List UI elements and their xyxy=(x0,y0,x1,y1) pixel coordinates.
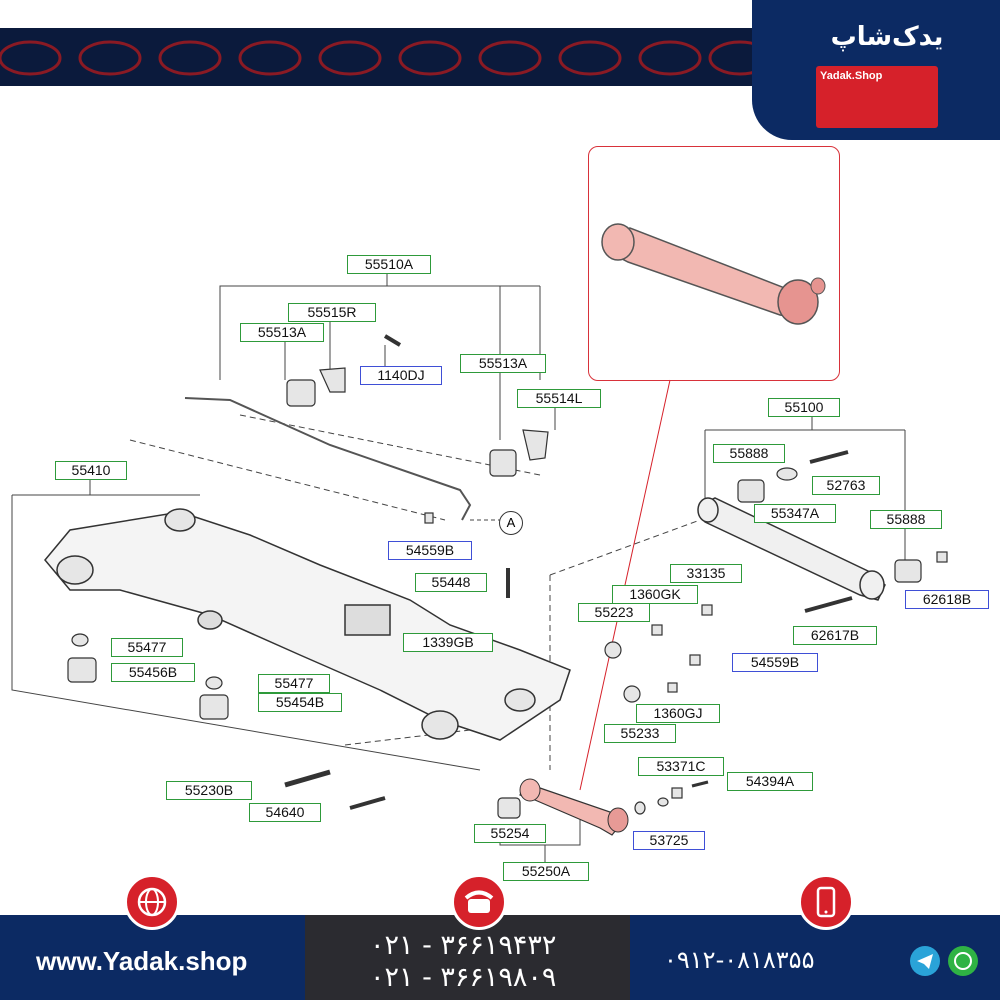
globe-icon xyxy=(124,874,180,930)
part-label-1360GJ[interactable]: 1360GJ xyxy=(636,704,720,723)
detail-inset-frame xyxy=(588,146,840,381)
part-label-55233[interactable]: 55233 xyxy=(604,724,676,743)
part-label-33135[interactable]: 33135 xyxy=(670,564,742,583)
part-label-54559B-left[interactable]: 54559B xyxy=(388,541,472,560)
small-parts xyxy=(67,334,948,819)
part-label-1339GB[interactable]: 1339GB xyxy=(403,633,493,652)
part-label-54559B-right[interactable]: 54559B xyxy=(732,653,818,672)
website-link[interactable]: www.Yadak.shop xyxy=(36,946,248,976)
part-label-55410[interactable]: 55410 xyxy=(55,461,127,480)
messenger-icons xyxy=(910,946,978,976)
part-label-52763[interactable]: 52763 xyxy=(812,476,880,495)
whatsapp-icon xyxy=(948,946,978,976)
part-label-62618B[interactable]: 62618B xyxy=(905,590,989,609)
header-banner xyxy=(0,28,760,86)
lower-control-arm-highlighted xyxy=(519,778,629,836)
upper-control-arm xyxy=(697,497,886,601)
inset-arm-drawing xyxy=(601,223,826,325)
part-label-55454B[interactable]: 55454B xyxy=(258,693,342,712)
part-label-55250A[interactable]: 55250A xyxy=(503,862,589,881)
part-label-55510A[interactable]: 55510A xyxy=(347,255,431,274)
part-label-55888-top[interactable]: 55888 xyxy=(713,444,785,463)
part-label-55514L[interactable]: 55514L xyxy=(517,389,601,408)
part-label-55513A-right[interactable]: 55513A xyxy=(460,354,546,373)
part-label-55347A[interactable]: 55347A xyxy=(754,504,836,523)
part-label-55100[interactable]: 55100 xyxy=(768,398,840,417)
part-label-62617B[interactable]: 62617B xyxy=(793,626,877,645)
part-label-55254[interactable]: 55254 xyxy=(474,824,546,843)
brand-name: یدک‌شاپ xyxy=(830,22,944,52)
part-label-55230B[interactable]: 55230B xyxy=(166,781,252,800)
crossmember-body xyxy=(44,508,571,741)
part-label-55477-mid[interactable]: 55477 xyxy=(258,674,330,693)
kia-logo-pattern xyxy=(0,40,760,76)
phone-number-2[interactable]: ۰۲۱ - ۳۶۶۱۹۸۰۹ xyxy=(370,962,557,993)
part-label-54394A[interactable]: 54394A xyxy=(727,772,813,791)
callout-marker-a: A xyxy=(499,511,523,535)
part-label-55515R[interactable]: 55515R xyxy=(288,303,376,322)
part-label-55513A-left[interactable]: 55513A xyxy=(240,323,324,342)
part-label-55888-right[interactable]: 55888 xyxy=(870,510,942,529)
mobile-phone-icon xyxy=(798,874,854,930)
part-label-55477-left[interactable]: 55477 xyxy=(111,638,183,657)
brand-badge: Yadak.Shop xyxy=(816,66,938,128)
part-label-54640[interactable]: 54640 xyxy=(249,803,321,822)
telephone-icon xyxy=(451,874,507,930)
part-label-55456B[interactable]: 55456B xyxy=(111,663,195,682)
part-label-55223[interactable]: 55223 xyxy=(578,603,650,622)
part-label-53371C[interactable]: 53371C xyxy=(638,757,724,776)
part-label-1140DJ[interactable]: 1140DJ xyxy=(360,366,442,385)
stabilizer-bar xyxy=(184,397,472,521)
phone-number-1[interactable]: ۰۲۱ - ۳۶۶۱۹۴۳۲ xyxy=(370,930,557,961)
part-label-55448[interactable]: 55448 xyxy=(415,573,487,592)
mobile-number[interactable]: ۰۹۱۲-۰۸۱۸۳۵۵ xyxy=(664,946,815,974)
part-label-1360GK[interactable]: 1360GK xyxy=(612,585,698,604)
badge-text: Yadak.Shop xyxy=(820,70,883,82)
part-label-53725[interactable]: 53725 xyxy=(633,831,705,850)
